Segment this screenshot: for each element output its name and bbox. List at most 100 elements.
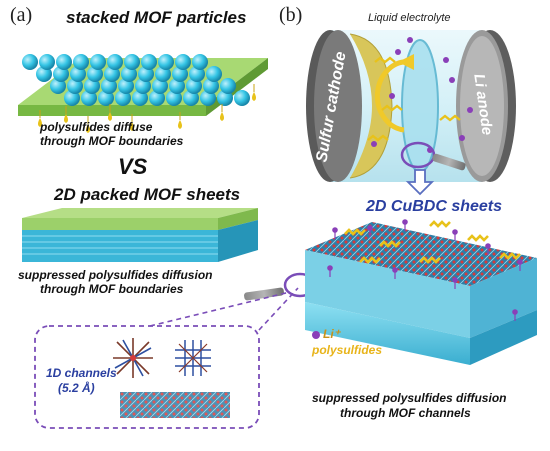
polysulfide-chain (344, 228, 366, 236)
packed-mof-sheets (22, 208, 258, 262)
polysulfide-chain (429, 220, 451, 228)
li-ion (443, 57, 449, 63)
magnifier-b (400, 141, 466, 171)
mof-particle (175, 54, 191, 70)
mof-particle (138, 66, 154, 82)
mof-particle (169, 78, 185, 94)
mof-particle (124, 54, 140, 70)
mof-particle (118, 78, 134, 94)
li-ion (452, 229, 458, 235)
caption-b-line-2: through MOF channels (340, 406, 471, 420)
mof-particle (53, 66, 69, 82)
mof-particle (39, 54, 55, 70)
electrolyte-label: Liquid electrolyte (368, 12, 451, 24)
li-legend-dot (312, 331, 320, 339)
li-ion (459, 135, 465, 141)
crystal-stack (120, 392, 230, 418)
legend-li: Li⁺ (323, 327, 340, 341)
li-ion (467, 107, 473, 113)
mof-particle (107, 54, 123, 70)
cubdc-title: 2D CuBDC sheets (366, 198, 503, 215)
polysulfide-chain (381, 104, 403, 112)
mof-particle (104, 66, 120, 82)
polysulfide-chain (439, 114, 461, 122)
mof-particle (132, 90, 148, 106)
polysulfide-chain (367, 134, 389, 142)
panel-a-label: (a) (10, 4, 33, 26)
mof-particle (22, 54, 38, 70)
polysulfide-drop (130, 122, 134, 131)
mof-particle (64, 90, 80, 106)
crystal-star (113, 338, 153, 378)
mof-particle (81, 90, 97, 106)
li-ion (517, 259, 523, 265)
suppressed-a-line-1: suppressed polysulfides diffusion (18, 268, 213, 282)
mof-particle (220, 78, 236, 94)
cubdc-sheet (305, 219, 537, 365)
mof-particle (183, 90, 199, 106)
mof-particle (189, 66, 205, 82)
magnifier-a (244, 272, 317, 301)
li-ion (332, 227, 338, 233)
li-ion (371, 141, 377, 147)
mof-particle (101, 78, 117, 94)
mof-particle (234, 90, 250, 106)
mof-particle (115, 90, 131, 106)
mof-particle (135, 78, 151, 94)
sheets-title: 2D packed MOF sheets (54, 185, 241, 204)
mof-particle (158, 54, 174, 70)
mof-particle (67, 78, 83, 94)
polysulfide-chain (467, 234, 489, 242)
li-ion (395, 49, 401, 55)
li-ion (449, 77, 455, 83)
diffuse-line-2: through MOF boundaries (40, 134, 184, 148)
stacked-mof-particles (18, 54, 268, 116)
mof-particle (87, 66, 103, 82)
mof-particle (84, 78, 100, 94)
crystal-grid (175, 340, 211, 376)
li-ion (392, 267, 398, 273)
li-ion (327, 265, 333, 271)
battery-cell (306, 30, 516, 182)
mof-particle (50, 78, 66, 94)
mof-particle (90, 54, 106, 70)
li-ion (367, 225, 373, 231)
channels-line-2: (5.2 Å) (58, 381, 95, 395)
mof-particle (155, 66, 171, 82)
mof-particle (200, 90, 216, 106)
vs-label: VS (118, 154, 148, 179)
polysulfide-drop (64, 114, 68, 123)
polysulfide-chain (499, 252, 521, 260)
polysulfide-drop (108, 112, 112, 121)
mof-particle (36, 66, 52, 82)
polysulfide-chain (374, 56, 396, 64)
diffuse-line-1: polysulfides diffuse (40, 120, 153, 134)
mof-particle (217, 90, 233, 106)
mof-particle (203, 78, 219, 94)
channels-line-1: 1D channels (46, 366, 117, 380)
mof-particle (152, 78, 168, 94)
mof-particle (121, 66, 137, 82)
polysulfide-chain (379, 240, 401, 248)
mof-particle (172, 66, 188, 82)
polysulfide-drops (38, 84, 256, 133)
li-ion (452, 277, 458, 283)
mof-particle (141, 54, 157, 70)
mof-particle (192, 54, 208, 70)
polysulfide-drop (178, 120, 182, 129)
suppressed-a-line-2: through MOF boundaries (40, 282, 184, 296)
mof-particle (70, 66, 86, 82)
li-ion (407, 37, 413, 43)
mof-particle (98, 90, 114, 106)
polysulfide-drop (86, 124, 90, 133)
mof-particle (186, 78, 202, 94)
mof-particle (56, 54, 72, 70)
stacked-title: stacked MOF particles (66, 8, 247, 27)
legend-polysulfides: polysulfides (312, 343, 383, 357)
polysulfide-chain (359, 256, 381, 264)
li-ion (512, 309, 518, 315)
polysulfide-drop (252, 92, 256, 101)
polysulfide-chain (419, 256, 441, 264)
down-arrow (405, 169, 435, 196)
